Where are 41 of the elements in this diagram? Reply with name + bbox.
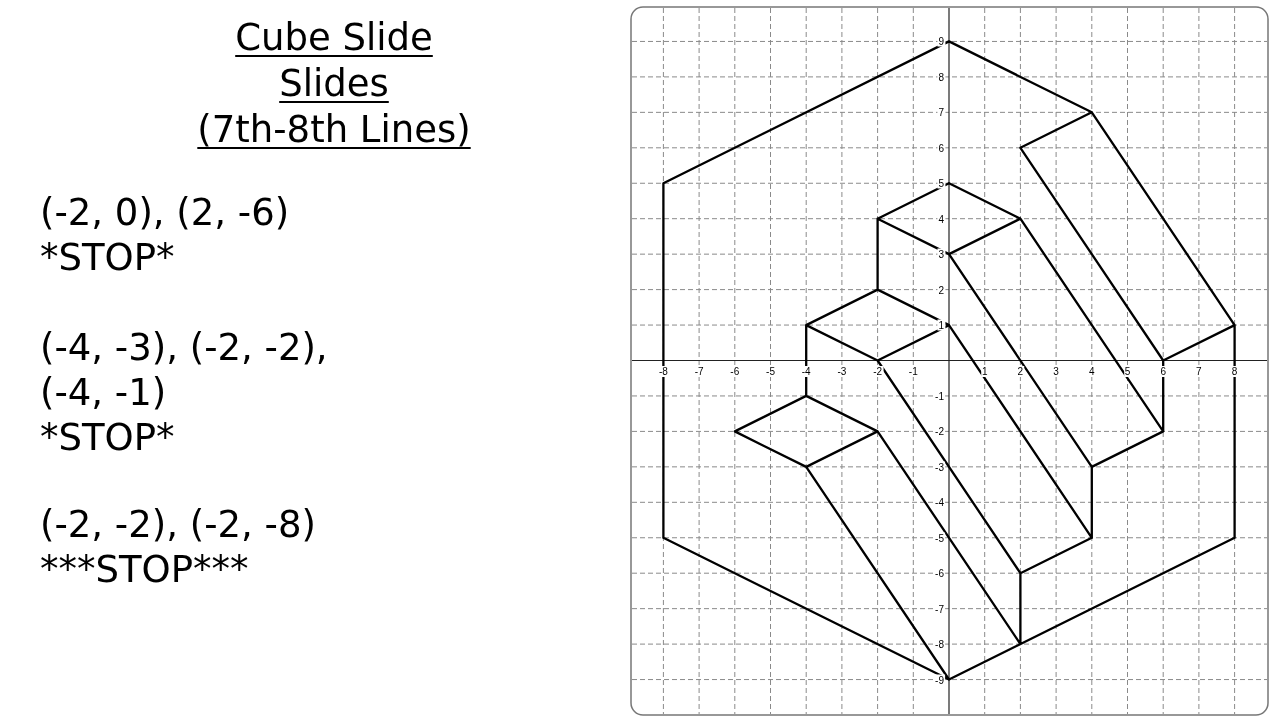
x-tick-label: 6	[1159, 365, 1167, 377]
coordinate-pairs: (-4, -3), (-2, -2), (-4, -1)	[40, 325, 329, 415]
y-tick-label: 2	[937, 284, 945, 296]
x-tick-label: 7	[1195, 365, 1203, 377]
x-tick-label: -4	[800, 365, 812, 377]
x-tick-label: 3	[1052, 365, 1060, 377]
y-tick-label: -9	[934, 674, 945, 686]
y-tick-label: 3	[937, 248, 945, 260]
y-tick-label: 4	[937, 213, 945, 225]
y-tick-label: -6	[934, 567, 945, 579]
y-tick-label: -5	[934, 532, 945, 544]
y-tick-label: 6	[937, 142, 945, 154]
stop-instruction: ***STOP***	[40, 547, 249, 592]
y-tick-label: 1	[937, 319, 945, 331]
x-tick-label: -3	[836, 365, 848, 377]
coordinate-pairs: (-2, 0), (2, -6)	[40, 190, 290, 235]
y-tick-label: 9	[937, 35, 945, 47]
x-tick-label: 8	[1230, 365, 1239, 377]
y-tick-label: -7	[934, 603, 945, 615]
x-tick-label: 4	[1088, 365, 1096, 377]
y-tick-label: -4	[934, 496, 945, 508]
stop-instruction: *STOP*	[40, 235, 175, 280]
y-tick-label: -2	[934, 425, 945, 437]
x-tick-label: -8	[657, 365, 669, 377]
coordinate-pairs: (-2, -2), (-2, -8)	[40, 502, 316, 547]
x-tick-label: -5	[765, 365, 776, 377]
x-tick-label: 2	[1016, 365, 1025, 377]
x-tick-label: 5	[1123, 365, 1132, 377]
y-tick-label: -3	[934, 461, 945, 473]
y-tick-label: 8	[937, 71, 945, 83]
y-tick-label: 7	[937, 106, 945, 118]
x-tick-label: 1	[980, 365, 989, 377]
x-tick-label: -6	[729, 365, 741, 377]
x-tick-label: -1	[907, 365, 919, 377]
y-tick-label: -1	[934, 390, 945, 402]
y-tick-label: -8	[934, 638, 945, 650]
x-tick-label: -2	[872, 365, 884, 377]
x-tick-label: -7	[693, 365, 705, 377]
y-tick-label: 5	[937, 177, 945, 189]
title: Cube Slide Slides (7th-8th Lines)	[197, 15, 471, 153]
stop-instruction: *STOP*	[40, 415, 175, 460]
